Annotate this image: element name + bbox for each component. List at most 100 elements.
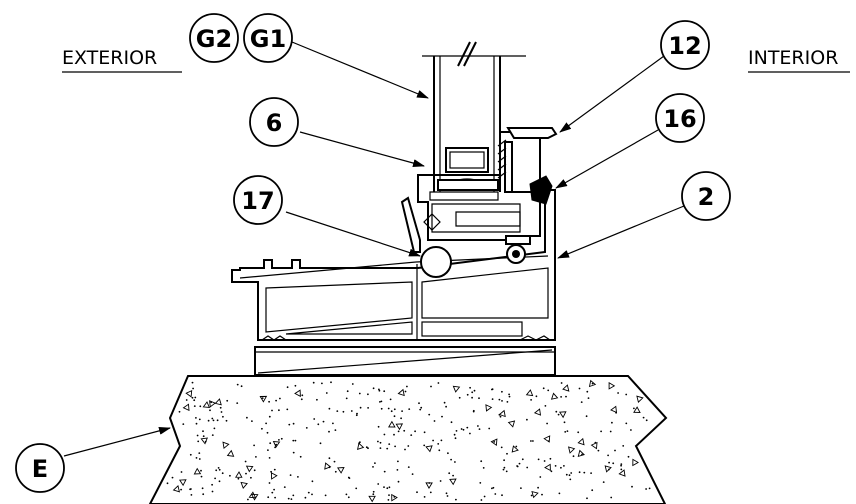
hatch-dot	[445, 405, 447, 408]
hatch-aggregate	[632, 458, 639, 467]
leader-g1	[291, 41, 429, 99]
hatch-dot	[226, 399, 229, 402]
hatch-aggregate	[395, 423, 404, 431]
hatch-aggregate	[272, 440, 281, 448]
hatch-dot	[246, 416, 248, 419]
hatch-dot	[355, 414, 358, 417]
hatch-dot	[211, 417, 214, 420]
callout-16-circle	[655, 93, 705, 143]
hatch-aggregate	[531, 490, 539, 499]
hatch-dot	[255, 456, 257, 458]
hatch-dot	[569, 478, 572, 481]
callout-g2-text: G2	[196, 25, 232, 53]
hatch-dot	[275, 399, 277, 402]
hatch-dot	[379, 447, 382, 449]
hatch-dot	[471, 396, 473, 399]
hatch-dot	[491, 388, 494, 391]
hatch-dot	[450, 421, 453, 424]
hatch-dot	[328, 430, 330, 433]
hatch-dot	[526, 418, 528, 421]
hatch-dot	[583, 471, 586, 474]
hatch-aggregate	[324, 462, 332, 470]
glazing-seat	[429, 191, 499, 201]
hatch-dot	[213, 427, 216, 430]
hatch-dot	[508, 395, 511, 398]
hatch-aggregate	[178, 479, 187, 487]
callout-g2-circle	[189, 13, 239, 63]
hatch-dot	[620, 464, 622, 467]
hatch-dot	[388, 486, 391, 489]
hatch-dot	[570, 472, 573, 474]
hatch-dot	[437, 382, 440, 384]
callout-g2: G2	[189, 13, 239, 63]
hatch-dot	[313, 418, 316, 420]
hatch-dot	[211, 434, 214, 436]
hatch-dot	[521, 458, 524, 461]
hatch-dot	[197, 440, 200, 443]
hatch-dot	[564, 431, 567, 433]
hatch-dot	[420, 406, 423, 409]
sill-chamber-lower-left	[285, 321, 413, 335]
hatch-dot	[397, 480, 400, 483]
hatch-dot	[280, 437, 283, 440]
hatch-dot	[498, 398, 501, 401]
hatch-dot	[558, 492, 561, 495]
hatch-dot	[294, 384, 297, 387]
hatch-dot	[178, 410, 181, 413]
hatch-dot	[506, 452, 508, 455]
hatch-dot	[625, 422, 628, 425]
hatch-dot	[319, 442, 322, 445]
sill-shim	[254, 346, 556, 376]
backer-rod	[420, 246, 452, 278]
hatch-dot	[508, 393, 510, 396]
hatch-dot	[218, 480, 221, 483]
hatch-dot	[274, 446, 276, 449]
hatch-dot	[546, 422, 548, 425]
hatch-dot	[377, 483, 380, 485]
hatch-dot	[207, 419, 210, 422]
hatch-dot	[393, 408, 396, 411]
hatch-aggregate	[452, 385, 461, 393]
hatch-dot	[185, 399, 188, 401]
hatch-dot	[577, 431, 580, 434]
hatch-dot	[273, 488, 275, 491]
hatch-aggregate	[511, 445, 519, 453]
hatch-aggregate	[368, 495, 376, 503]
leader-2	[557, 205, 685, 259]
hatch-dot	[611, 421, 613, 424]
hatch-dot	[301, 394, 304, 397]
hatch-aggregate	[397, 388, 405, 397]
hatch-dot	[209, 409, 211, 412]
hatch-dot	[560, 396, 562, 398]
hatch-dot	[419, 408, 422, 411]
hatch-aggregate	[182, 403, 190, 412]
callout-e: E	[15, 443, 65, 493]
callout-6-circle	[249, 97, 299, 147]
callout-2: 2	[681, 171, 731, 221]
hatch-aggregate	[533, 408, 542, 416]
hatch-dot	[191, 381, 194, 384]
hatch-dot	[317, 423, 320, 426]
hatch-dot	[452, 474, 454, 477]
hatch-aggregate	[577, 437, 585, 446]
hatch-dot	[544, 405, 547, 407]
hatch-aggregate	[294, 389, 301, 398]
interior-glazing-bead	[506, 127, 558, 139]
hatch-dot	[477, 425, 479, 427]
hatch-dot	[236, 383, 239, 386]
hatch-dot	[374, 462, 376, 464]
hatch-aggregate	[270, 472, 278, 480]
hatch-dot	[271, 491, 274, 494]
hatch-aggregate	[202, 401, 211, 409]
leader-e	[63, 426, 171, 457]
callout-e-circle	[15, 443, 65, 493]
hatch-aggregate	[259, 395, 268, 403]
hatch-aggregate	[388, 420, 396, 428]
hatch-aggregate	[245, 465, 254, 473]
hatch-aggregate	[618, 469, 626, 477]
hatch-dot	[560, 466, 562, 469]
hatch-dot	[555, 410, 558, 413]
hatch-dot	[400, 417, 402, 420]
hatch-dot	[473, 389, 476, 392]
hatch-dot	[198, 418, 201, 421]
